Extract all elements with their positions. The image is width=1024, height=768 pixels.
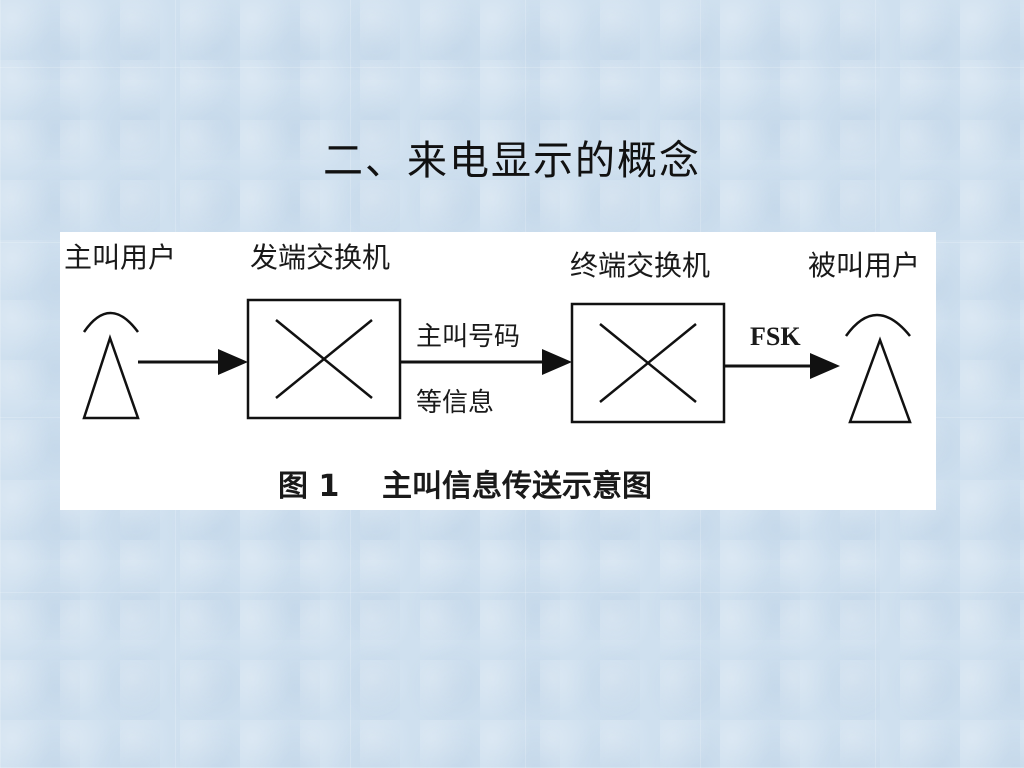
diagram-figure: 主叫用户 发端交换机 终端交换机 被叫用户 主叫号码 等信息 FSK 图 1 主…: [60, 232, 936, 510]
figure-caption-text: 主叫信息传送示意图: [382, 469, 652, 504]
diagram-graphics: [82, 298, 912, 424]
origin-exchange-label: 发端交换机: [250, 241, 391, 274]
slide-title: 二、来电显示的概念: [323, 138, 701, 184]
terminal-exchange-label: 终端交换机: [570, 249, 711, 282]
link-label-line1: 主叫号码: [416, 322, 521, 352]
calling-user-label: 主叫用户: [64, 241, 177, 274]
calling-user-antenna-icon: [82, 311, 140, 420]
link-label-line2: 等信息: [416, 388, 495, 418]
arrow-to-origin-exchange: [138, 349, 248, 375]
terminal-exchange-box: [570, 302, 726, 424]
fsk-label: FSK: [750, 322, 801, 351]
arrow-to-called-user: [724, 353, 840, 379]
arrow-to-terminal-exchange: [400, 349, 572, 375]
called-user-label: 被叫用户: [808, 249, 921, 282]
figure-caption-number: 图 1: [278, 469, 340, 504]
origin-exchange-box: [246, 298, 402, 420]
called-user-antenna-icon: [844, 313, 912, 424]
